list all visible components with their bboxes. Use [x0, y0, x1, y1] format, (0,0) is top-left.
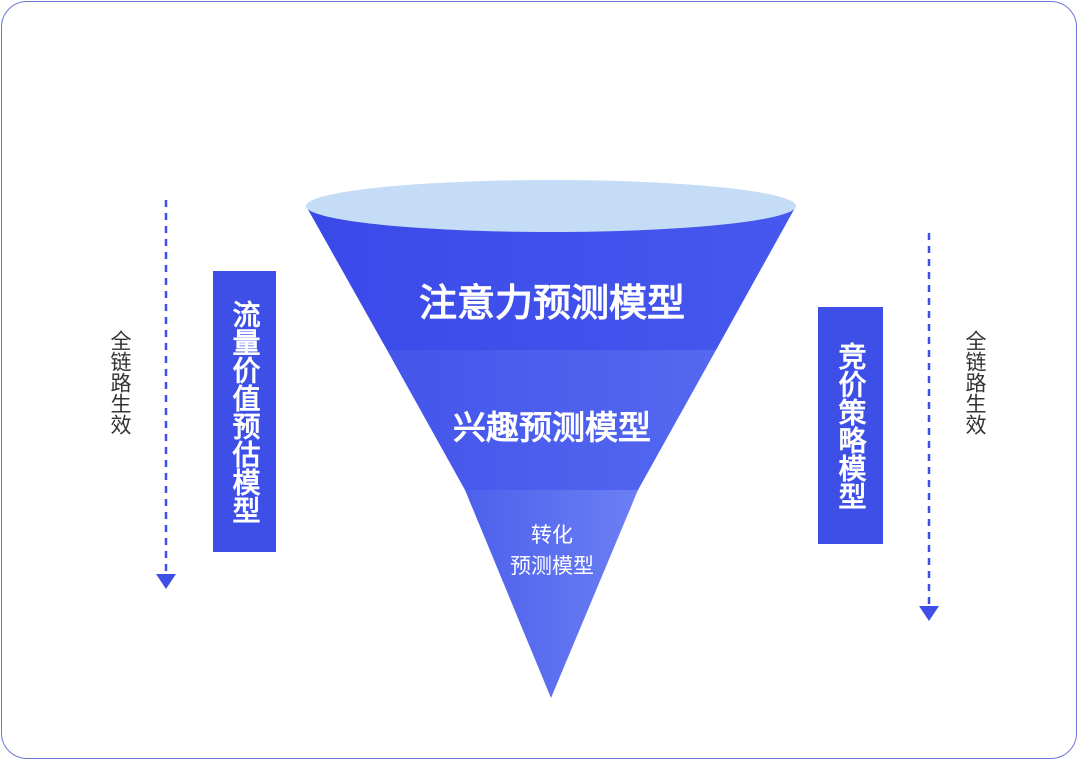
right-side-label: 全链路生效	[963, 330, 987, 435]
traffic-value-model-box: 流量价值预估模型	[213, 271, 276, 552]
right-arrow-head-icon	[919, 606, 939, 621]
funnel-layer-2	[387, 350, 716, 490]
funnel-layer-1	[306, 206, 796, 350]
funnel-top-ellipse	[306, 180, 796, 232]
funnel-layer-3-label-line1: 转化	[531, 523, 573, 547]
bidding-strategy-model-box: 竞价策略模型	[818, 307, 883, 544]
funnel-layer-2-label: 兴趣预测模型	[453, 408, 651, 447]
left-side-label: 全链路生效	[108, 330, 132, 435]
funnel-layer-3-label: 转化 预测模型	[452, 520, 652, 582]
funnel-layer-3-label-line2: 预测模型	[510, 554, 594, 578]
funnel-layer-1-label: 注意力预测模型	[418, 281, 685, 325]
funnel-layer-3	[465, 490, 638, 698]
left-arrow-head-icon	[156, 574, 176, 589]
